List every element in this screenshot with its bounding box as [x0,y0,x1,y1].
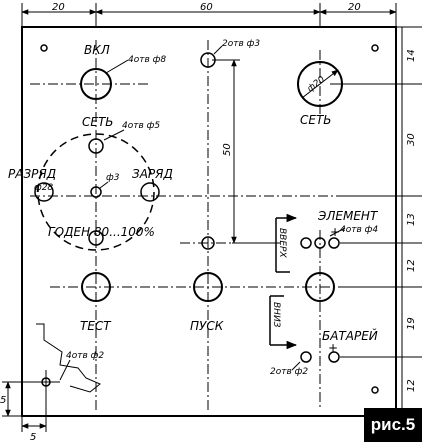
dim-50: 50 [222,143,233,156]
panel-outline [21,26,397,417]
dim-corner-y: 5 [0,395,6,406]
corner-spec: 4отв ф2 [66,351,104,361]
meter-outline [37,133,155,251]
element-hole-1 [300,237,312,249]
dim-top-middle: 60 [200,2,213,13]
phi3-label: ф3 [106,173,120,183]
set-right-label: СЕТЬ [300,113,332,127]
element-plus: + [330,225,340,239]
batarei-plus: + [328,341,338,355]
dim-top-left: 20 [52,2,65,13]
dim-corner-x: 5 [30,432,36,443]
corner-detail [2,323,101,432]
battery-hole [305,272,335,302]
phi28-label: ф28 [34,183,53,193]
element-label: ЭЛЕМЕНТ [317,209,379,223]
set-left-label: СЕТЬ [82,115,114,129]
vniz-label: ВНИЗ [271,302,281,328]
figure-badge: рис.5 [364,408,422,442]
vniz-arrow-box [269,295,298,350]
zaryad-hole [140,182,160,202]
meter-center-hole [90,186,102,198]
set-left-hole [88,138,104,154]
bottom-spec: 2отв ф2 [270,367,308,377]
element-hole-2 [314,237,326,249]
top-hole-spec: 2отв ф3 [222,39,260,49]
razryad-label: РАЗРЯД [8,167,56,181]
test-label: ТЕСТ [80,319,112,333]
zaryad-label: ЗАРЯД [132,167,173,181]
razryad-hole [34,182,54,202]
vverh-arrow-box [275,213,298,273]
dim-top-right: 20 [348,2,361,13]
vverh-label: ВВЕРХ [277,228,287,258]
dim-right-6: 12 [406,379,417,392]
vkl-spec: 4отв ф8 [128,55,166,65]
middle-small-hole [201,236,215,250]
set-right-leader [301,69,339,99]
pusk-label: ПУСК [190,319,224,333]
dimension-50 [212,59,280,244]
meter-bottom-hole [88,230,104,246]
element-hole-3 [328,237,340,249]
vkl-hole [80,68,112,100]
element-spec: 4отв ф4 [340,225,378,235]
top-small-hole [200,52,216,68]
batarei-hole-1 [300,351,312,363]
vkl-leader [105,59,129,74]
set-right-spec: ф20 [306,75,327,95]
test-hole [81,272,111,302]
vkl-label: ВКЛ [84,43,110,57]
set-left-spec: 4отв ф5 [122,121,160,131]
dim-right-4: 12 [406,259,417,272]
dim-right-1: 14 [406,49,417,62]
dim-right-2: 30 [406,133,417,146]
batarei-label: БАТАРЕЙ [322,328,378,343]
top-dimension [21,3,397,27]
set-right-hole [297,61,343,107]
dim-right-3: 13 [406,213,417,226]
batarei-hole-2 [328,351,340,363]
goden-label: ГОДЕН 80...100% [48,225,155,239]
pusk-hole [193,272,223,302]
dim-right-5: 19 [406,317,417,330]
